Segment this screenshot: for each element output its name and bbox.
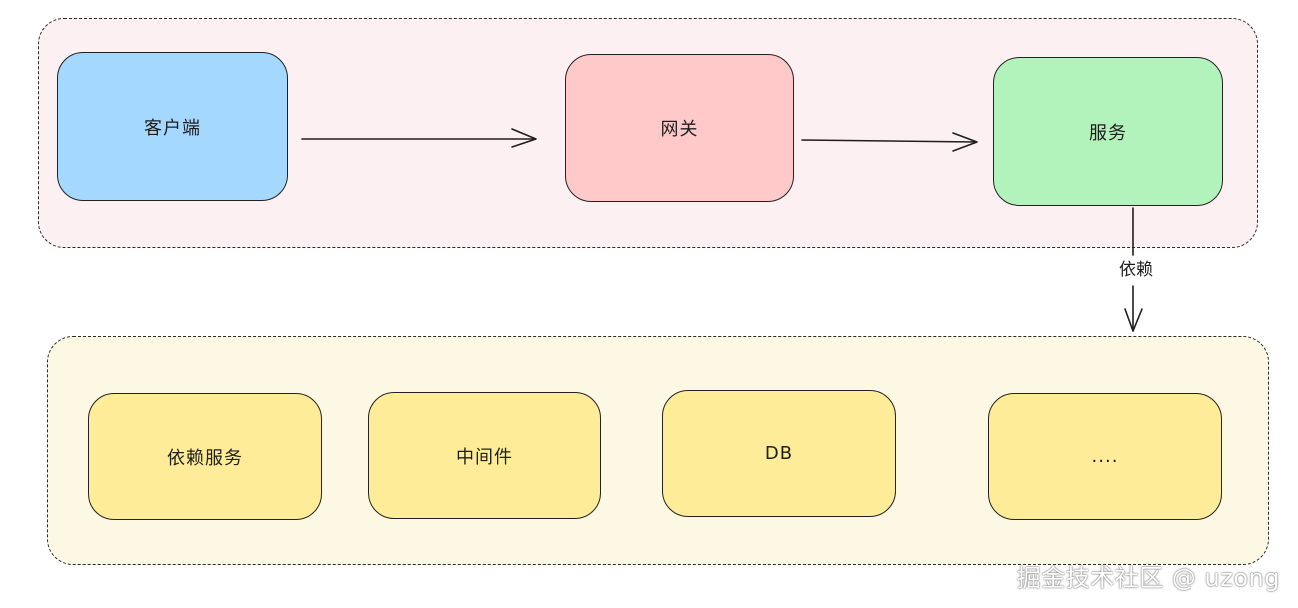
gateway-node: 网关 bbox=[565, 54, 794, 202]
more-node: .... bbox=[988, 393, 1222, 520]
middleware-label: 中间件 bbox=[456, 446, 513, 468]
dependent-service-label: 依赖服务 bbox=[167, 447, 243, 469]
db-label: DB bbox=[764, 443, 794, 464]
client-label: 客户端 bbox=[144, 117, 201, 139]
middleware-node: 中间件 bbox=[368, 392, 601, 519]
service-label: 服务 bbox=[1089, 122, 1127, 144]
service-node: 服务 bbox=[993, 57, 1223, 206]
dependent-service-node: 依赖服务 bbox=[88, 393, 322, 520]
gateway-label: 网关 bbox=[660, 119, 699, 140]
watermark-text: 掘金技术社区 @ uzong bbox=[1016, 564, 1280, 592]
dependency-edge-label: 依赖 bbox=[1110, 257, 1162, 283]
db-node: DB bbox=[662, 390, 896, 517]
more-label: .... bbox=[1091, 446, 1119, 467]
client-node: 客户端 bbox=[57, 52, 288, 201]
